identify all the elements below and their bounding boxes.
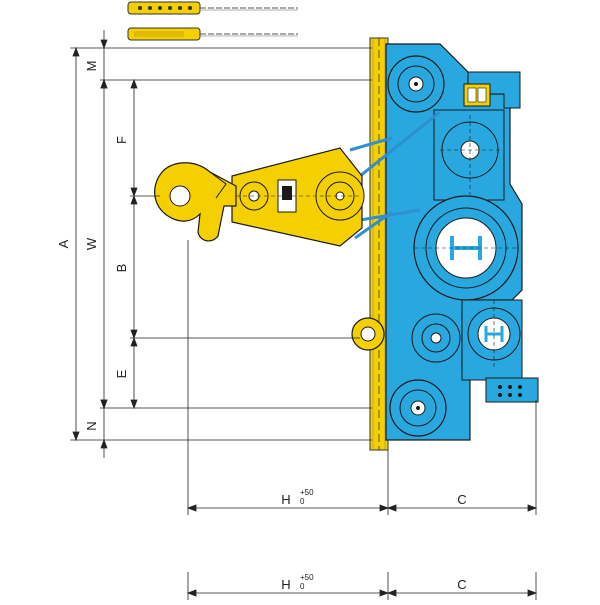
terminal-box — [485, 377, 539, 403]
ropes — [349, 110, 441, 240]
dim-label-N: N — [84, 421, 99, 430]
dim-label-H-tol-lower-2: 0 — [300, 582, 305, 591]
dimension-lines — [72, 30, 538, 597]
extension-lines — [70, 47, 537, 600]
dim-label-A: A — [56, 239, 71, 248]
control-box — [463, 83, 491, 107]
dim-label-E: E — [114, 369, 129, 378]
pendant-controller-bottom — [127, 27, 298, 41]
hook-block — [231, 147, 365, 247]
dim-label-H-2: H — [281, 577, 290, 592]
dim-label-H-tol-upper: +50 — [300, 488, 314, 497]
dim-label-H: H — [281, 492, 290, 507]
dim-label-H-tol-upper-2: +50 — [300, 573, 314, 582]
dim-label-W: W — [84, 237, 99, 250]
pendant-controller-top — [127, 1, 298, 15]
middle-gear — [411, 313, 461, 363]
dim-label-B: B — [114, 264, 129, 273]
bottom-pulley — [389, 379, 447, 437]
lifting-eye — [351, 317, 385, 351]
dim-label-M: M — [84, 61, 99, 72]
dim-label-C-2: C — [457, 577, 466, 592]
rail-beam — [369, 37, 389, 451]
top-pulley — [387, 55, 445, 113]
motor-icon — [413, 195, 519, 301]
travel-motor — [467, 300, 521, 368]
hook — [154, 162, 237, 242]
dim-label-H-tol-lower: 0 — [300, 497, 305, 506]
dim-label-C: C — [457, 492, 466, 507]
drum — [433, 109, 505, 201]
dim-label-F: F — [114, 136, 129, 144]
